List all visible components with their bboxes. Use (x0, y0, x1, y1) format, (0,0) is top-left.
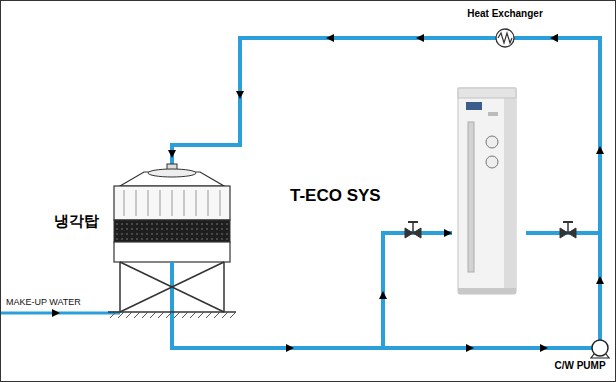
makeup-pipe (1, 312, 120, 315)
water-pipe (172, 320, 548, 348)
node-label: 냉각탑 (54, 212, 99, 230)
valve-symbol (405, 222, 421, 238)
node-label: Heat Exchanger (460, 8, 550, 20)
pump: C/W PUMP (548, 336, 612, 378)
device-art (452, 82, 526, 302)
node-label: C/W PUMP (548, 360, 612, 372)
cooling-tower: 냉각탑 (50, 158, 232, 320)
heat-exchanger: Heat Exchanger (460, 6, 550, 50)
water-pipe (550, 38, 600, 336)
pump-art (548, 336, 612, 378)
tower-art (50, 158, 232, 320)
node-label: T-ECO SYS (290, 186, 381, 206)
pipe-label: MAKE-UP WATER (6, 297, 81, 308)
water-pipe (172, 38, 460, 158)
valve-symbol (560, 222, 576, 238)
flow-arrows (52, 34, 604, 352)
treatment-unit: T-ECO SYS (452, 82, 526, 302)
water-pipe (526, 38, 600, 233)
